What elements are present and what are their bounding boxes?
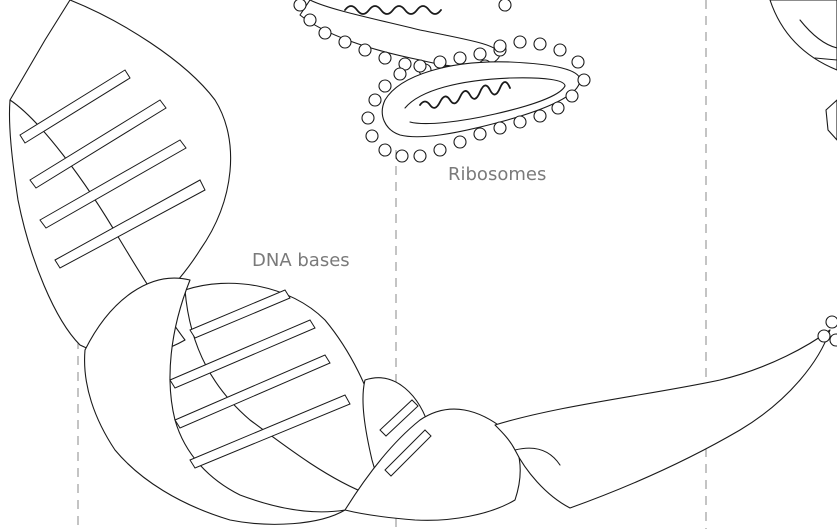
ribosome-lower xyxy=(382,62,580,137)
mrna-upper xyxy=(345,6,441,14)
ribosomes xyxy=(294,0,590,162)
dna-middle-coil-back xyxy=(185,283,382,495)
right-edge-fragments xyxy=(770,0,837,346)
label-ribosomes: Ribosomes xyxy=(448,164,546,185)
dna-tail-ribbon xyxy=(495,330,830,508)
label-dna-bases: DNA bases xyxy=(252,250,350,271)
